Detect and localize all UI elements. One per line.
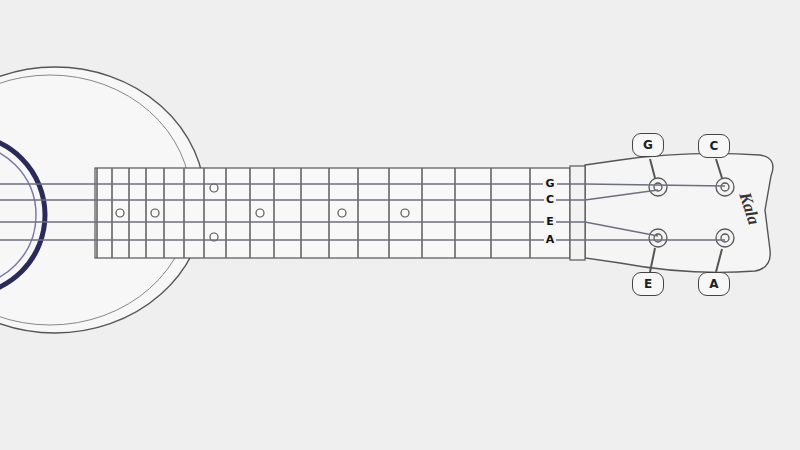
tuner-shafts xyxy=(650,159,722,272)
headstock xyxy=(585,153,773,272)
tuner-post xyxy=(721,183,729,191)
tuner-post xyxy=(649,178,667,196)
frets xyxy=(97,168,530,258)
string-name: A xyxy=(544,234,557,245)
sound-hole-ring xyxy=(0,144,36,286)
fret-dot xyxy=(338,209,346,217)
tuning-letter: C xyxy=(710,140,719,152)
tuning-letter: E xyxy=(644,278,652,290)
string-name: G xyxy=(543,178,556,189)
fret-dot xyxy=(210,184,218,192)
tuning-letter: A xyxy=(709,278,718,290)
fret-dot xyxy=(401,209,409,217)
tuner-posts xyxy=(649,178,734,247)
tuner-post xyxy=(649,229,667,247)
tuner-button: G xyxy=(632,133,664,157)
strings xyxy=(0,184,725,240)
tuner-button: E xyxy=(632,272,664,296)
fret-markers xyxy=(116,184,409,241)
fret-dot xyxy=(256,209,264,217)
string-name: E xyxy=(544,216,556,227)
fret-dot xyxy=(116,209,124,217)
nut xyxy=(570,166,585,260)
tuner-post xyxy=(716,229,734,247)
tuner-button: A xyxy=(698,272,730,296)
tuning-letter: G xyxy=(643,139,653,151)
fretboard xyxy=(95,168,570,258)
tuner-button: C xyxy=(698,134,730,158)
tuner-post xyxy=(716,178,734,196)
string-name: C xyxy=(544,194,556,205)
sound-hole xyxy=(0,135,45,295)
tuner-post xyxy=(721,234,729,242)
fret-dot xyxy=(151,209,159,217)
